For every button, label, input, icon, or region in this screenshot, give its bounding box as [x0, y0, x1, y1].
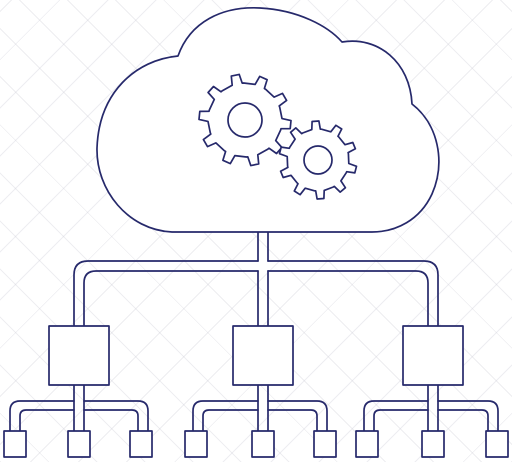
client-node-icon: [485, 430, 509, 458]
cloud-to-servers-connectors: [73, 231, 439, 327]
server-node-icon: [48, 325, 110, 386]
client-node-icon: [184, 430, 208, 458]
server-2-client-links: [192, 384, 328, 432]
client-node-icon: [3, 430, 27, 458]
client-node-icon: [251, 430, 275, 458]
client-node-icon: [421, 430, 445, 458]
server-nodes: [48, 325, 464, 386]
client-node-icon: [67, 430, 91, 458]
client-nodes: [3, 430, 509, 458]
server-1-client-links: [9, 384, 149, 432]
server-node-icon: [402, 325, 464, 386]
gear-hub-icon: [227, 102, 263, 138]
server-3-client-links: [363, 384, 499, 432]
client-node-icon: [129, 430, 153, 458]
server-node-icon: [232, 325, 294, 386]
client-node-icon: [313, 430, 337, 458]
servers-to-clients-connectors: [9, 384, 499, 432]
client-node-icon: [355, 430, 379, 458]
gear-hub-icon: [303, 145, 333, 175]
